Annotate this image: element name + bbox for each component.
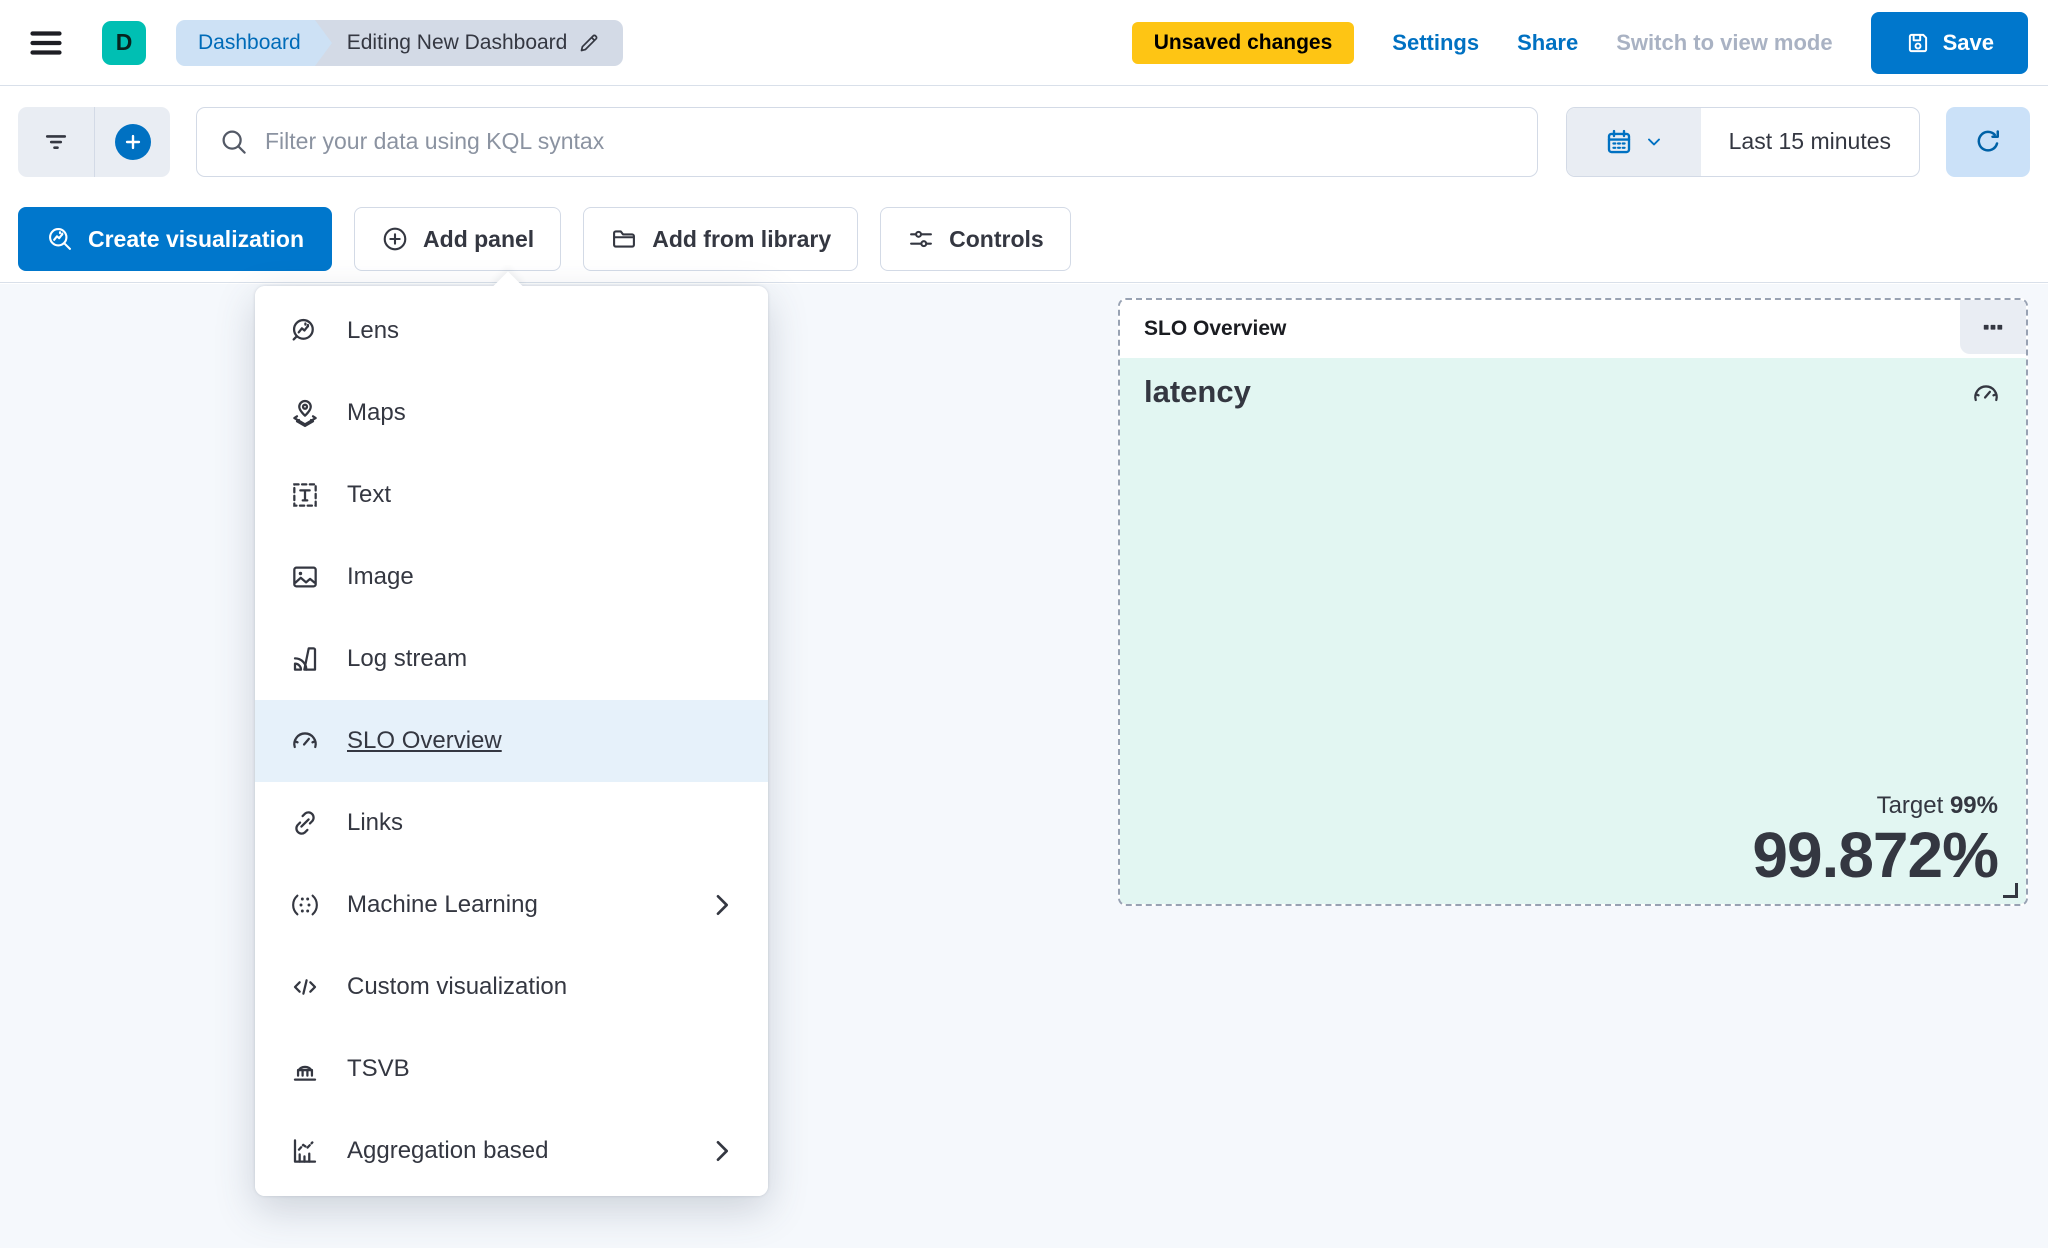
folder-icon bbox=[610, 225, 638, 253]
maps-icon bbox=[289, 397, 321, 429]
filter-menu-button[interactable] bbox=[18, 107, 94, 177]
menu-item-label: Machine Learning bbox=[347, 891, 538, 918]
refresh-button[interactable] bbox=[1946, 106, 2030, 177]
menu-item-label: Text bbox=[347, 481, 392, 508]
add-panel-button[interactable]: Add panel bbox=[354, 207, 562, 271]
chevron-down-icon bbox=[1644, 132, 1664, 152]
slo-target: Target 99% bbox=[1752, 792, 1998, 820]
menu-item-links[interactable]: Links bbox=[255, 782, 768, 864]
menu-item-text[interactable]: Text bbox=[255, 454, 768, 536]
breadcrumb-dashboard[interactable]: Dashboard bbox=[176, 19, 332, 66]
settings-link[interactable]: Settings bbox=[1392, 29, 1480, 55]
target-label: Target bbox=[1876, 792, 1950, 819]
query-bar: Last 15 minutes bbox=[0, 87, 2048, 196]
panel-title: SLO Overview bbox=[1144, 317, 1287, 340]
menu-item-label: TSVB bbox=[347, 1055, 410, 1082]
filter-icon bbox=[41, 127, 71, 157]
menu-item-machine-learning[interactable]: Machine Learning bbox=[255, 864, 768, 946]
menu-item-label: Links bbox=[347, 809, 404, 836]
machine-learning-icon bbox=[289, 889, 321, 921]
pencil-icon bbox=[577, 31, 601, 55]
slo-name: latency bbox=[1144, 374, 1251, 409]
create-visualization-label: Create visualization bbox=[88, 225, 305, 252]
menu-item-log-stream[interactable]: Log stream bbox=[255, 618, 768, 700]
space-avatar[interactable]: D bbox=[102, 20, 146, 65]
topbar-actions: Unsaved changes Settings Share Switch to… bbox=[1131, 11, 2028, 74]
calendar-icon bbox=[1604, 127, 1634, 157]
menu-item-label: Lens bbox=[347, 317, 400, 344]
filter-controls-group bbox=[18, 106, 170, 177]
unsaved-changes-badge: Unsaved changes bbox=[1131, 21, 1355, 64]
controls-button[interactable]: Controls bbox=[880, 207, 1071, 271]
slo-gauge-icon bbox=[289, 725, 321, 757]
menu-item-slo-overview[interactable]: SLO Overview bbox=[255, 700, 768, 782]
menu-item-aggregation-based[interactable]: Aggregation based bbox=[255, 1110, 768, 1192]
menu-item-lens[interactable]: Lens bbox=[255, 290, 768, 372]
add-filter-button[interactable] bbox=[94, 106, 170, 177]
panel-header: SLO Overview bbox=[1120, 300, 2026, 358]
save-button-label: Save bbox=[1942, 29, 1994, 55]
breadcrumb: Dashboard Editing New Dashboard bbox=[176, 19, 624, 66]
create-visualization-button[interactable]: Create visualization bbox=[18, 207, 333, 271]
kql-search-input[interactable] bbox=[265, 128, 1515, 155]
time-picker-calendar-button[interactable] bbox=[1566, 107, 1701, 176]
menu-item-label: Maps bbox=[347, 399, 406, 426]
panel-options-button[interactable] bbox=[1960, 300, 2026, 354]
tsvb-icon bbox=[289, 1053, 321, 1085]
text-icon bbox=[289, 479, 321, 511]
search-icon bbox=[219, 127, 249, 157]
menu-item-image[interactable]: Image bbox=[255, 536, 768, 618]
add-from-library-button[interactable]: Add from library bbox=[583, 207, 859, 271]
menu-item-label: Aggregation based bbox=[347, 1137, 549, 1164]
target-value: 99% bbox=[1949, 792, 1998, 819]
share-link[interactable]: Share bbox=[1517, 29, 1579, 55]
kql-search-box bbox=[196, 106, 1538, 177]
menu-item-label: Custom visualization bbox=[347, 973, 568, 1000]
log-stream-icon bbox=[289, 643, 321, 675]
time-picker: Last 15 minutes bbox=[1565, 106, 1920, 177]
breadcrumb-current-page[interactable]: Editing New Dashboard bbox=[314, 19, 624, 66]
slo-sli-value: 99.872% bbox=[1752, 819, 1999, 891]
time-range-value[interactable]: Last 15 minutes bbox=[1728, 128, 1891, 154]
add-panel-label: Add panel bbox=[423, 225, 535, 252]
chevron-right-icon bbox=[706, 1135, 738, 1167]
slo-card: latency Target 99% 99.872% bbox=[1120, 358, 2026, 904]
boxes-horizontal-icon bbox=[1980, 314, 2006, 340]
refresh-icon bbox=[1973, 127, 2003, 157]
top-header-bar: D Dashboard Editing New Dashboard Unsave… bbox=[0, 0, 2048, 86]
aggregation-icon bbox=[289, 1135, 321, 1167]
dashboard-toolbar: Create visualization Add panel Add from … bbox=[0, 196, 2048, 283]
chevron-right-icon bbox=[706, 889, 738, 921]
save-button[interactable]: Save bbox=[1870, 11, 2028, 74]
controls-sliders-icon bbox=[907, 225, 935, 253]
plus-in-circle-icon bbox=[381, 225, 409, 253]
menu-item-label: Log stream bbox=[347, 645, 468, 672]
menu-item-label: SLO Overview bbox=[347, 727, 502, 754]
links-icon bbox=[289, 807, 321, 839]
add-from-library-label: Add from library bbox=[652, 225, 832, 252]
menu-item-label: Image bbox=[347, 563, 414, 590]
hamburger-icon bbox=[27, 24, 65, 62]
breadcrumb-current-label: Editing New Dashboard bbox=[346, 30, 568, 54]
panel-resize-handle[interactable] bbox=[2003, 883, 2018, 898]
menu-item-maps[interactable]: Maps bbox=[255, 372, 768, 454]
slo-values: Target 99% 99.872% bbox=[1752, 792, 1999, 891]
image-icon bbox=[289, 561, 321, 593]
lens-icon bbox=[289, 315, 321, 347]
switch-to-view-mode-link[interactable]: Switch to view mode bbox=[1616, 29, 1833, 55]
slo-overview-panel[interactable]: SLO Overview latency Target 99% 99.872% bbox=[1118, 298, 2028, 906]
plus-circle-icon bbox=[114, 123, 151, 160]
lens-icon bbox=[46, 225, 74, 253]
gauge-icon bbox=[1970, 378, 2002, 410]
save-disk-icon bbox=[1905, 30, 1931, 56]
menu-item-custom-visualization[interactable]: Custom visualization bbox=[255, 946, 768, 1028]
add-panel-menu: Lens Maps Text Image bbox=[255, 271, 768, 1196]
code-icon bbox=[289, 971, 321, 1003]
menu-item-tsvb[interactable]: TSVB bbox=[255, 1028, 768, 1110]
menu-toggle-button[interactable] bbox=[20, 17, 72, 69]
controls-label: Controls bbox=[949, 225, 1044, 252]
